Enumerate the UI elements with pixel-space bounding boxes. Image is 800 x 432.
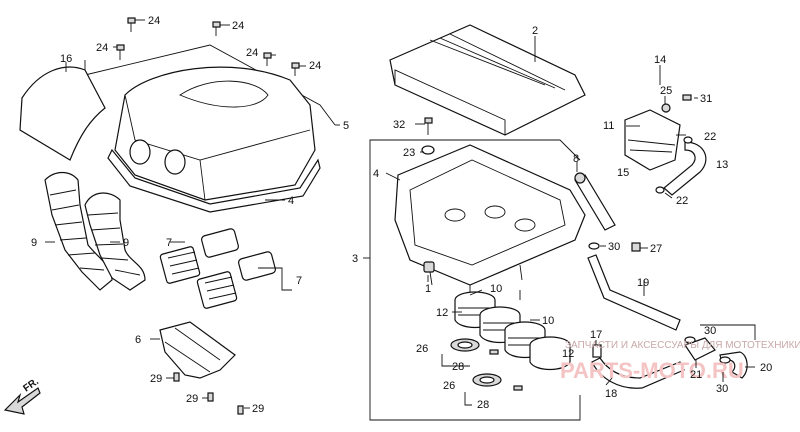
callout-14: 14 <box>654 54 666 66</box>
callout-21: 21 <box>690 369 702 381</box>
screw-28-b <box>513 385 523 391</box>
callout-24: 24 <box>309 60 321 72</box>
callout-1: 1 <box>425 283 431 295</box>
callout-19: 19 <box>637 277 649 289</box>
callout-22: 22 <box>704 131 716 143</box>
callout-22: 22 <box>676 195 688 207</box>
gasket-26-b <box>472 373 502 387</box>
joint-21 <box>684 337 716 361</box>
callout-9: 9 <box>123 237 129 249</box>
carb-insulator-3 <box>504 321 546 359</box>
callout-16: 16 <box>60 53 72 65</box>
callout-7: 7 <box>296 275 302 287</box>
intake-duct-left <box>44 171 113 291</box>
callout-27: 27 <box>650 243 662 255</box>
duct-holder <box>159 321 236 379</box>
funnel-filter-bottom <box>196 251 276 309</box>
gasket-26-a <box>450 338 480 352</box>
callout-28: 28 <box>477 399 489 411</box>
screw-31 <box>682 94 692 101</box>
callout-20: 20 <box>760 362 772 374</box>
callout-29: 29 <box>186 393 198 405</box>
callout-24: 24 <box>232 20 244 32</box>
funnel-filter-top <box>159 228 239 284</box>
callout-labels: 24 24 24 24 24 16 5 4 9 9 7 7 6 29 29 29… <box>31 15 772 415</box>
callout-24: 24 <box>246 47 258 59</box>
screw-29-b <box>207 392 214 402</box>
screw-24-d <box>263 52 272 66</box>
callout-5: 5 <box>343 120 349 132</box>
callout-10: 10 <box>490 283 502 295</box>
callout-2: 2 <box>532 25 538 37</box>
carb-insulator-4 <box>529 336 571 371</box>
callout-9: 9 <box>31 237 37 249</box>
screw-29-c <box>237 405 244 415</box>
connector-17 <box>592 344 602 358</box>
callout-32: 32 <box>393 119 405 131</box>
washer-23 <box>421 145 435 155</box>
watermark: ЗАПЧАСТИ И АКСЕССУАРЫ ДЛЯ МОТОТЕХНИКИ PA… <box>560 340 800 383</box>
callout-11: 11 <box>603 120 614 132</box>
callout-13: 13 <box>716 159 728 171</box>
clip-30-a <box>588 242 600 250</box>
watermark-logo: PARTS-MOTO.RU <box>560 358 744 383</box>
callout-30: 30 <box>608 241 620 253</box>
watermark-caption: ЗАПЧАСТИ И АКСЕССУАРЫ ДЛЯ МОТОТЕХНИКИ <box>565 340 800 351</box>
cover-gasket <box>107 148 321 213</box>
clip-30-c <box>719 356 731 364</box>
callout-3: 3 <box>352 253 358 265</box>
callout-7: 7 <box>166 237 172 249</box>
drain-plug <box>423 261 435 273</box>
callout-24: 24 <box>96 42 108 54</box>
air-filter-element <box>389 24 586 136</box>
screw-24-b <box>212 21 221 36</box>
breather-separator <box>624 103 681 171</box>
front-direction-arrow: FR. <box>3 376 41 415</box>
callout-17: 17 <box>590 329 602 341</box>
callout-30: 30 <box>716 383 728 395</box>
screw-24-c <box>116 44 125 60</box>
drain-hose-18 <box>591 357 685 389</box>
callout-25: 25 <box>660 85 672 97</box>
callout-29: 29 <box>252 403 264 415</box>
screw-29-a <box>173 372 180 382</box>
cover-assembly-group: FR. <box>3 17 340 415</box>
callout-4: 4 <box>288 195 294 207</box>
bolt-32 <box>424 117 433 135</box>
air-cleaner-case <box>394 144 586 286</box>
drain-tube <box>587 254 681 331</box>
callout-18: 18 <box>605 388 617 400</box>
callout-23: 23 <box>403 147 415 159</box>
nut-27 <box>631 242 641 252</box>
callout-12: 12 <box>562 348 574 360</box>
case-assembly-group <box>369 24 756 421</box>
bracket-3 <box>369 139 581 421</box>
callout-26: 26 <box>416 343 428 355</box>
callout-29: 29 <box>150 373 162 385</box>
callout-8: 8 <box>573 153 579 165</box>
clip-30-b <box>684 336 696 344</box>
callout-10: 10 <box>542 315 554 327</box>
leader-lines <box>45 19 755 409</box>
screw-24-e <box>291 62 300 76</box>
cover-plate <box>19 66 106 161</box>
air-cleaner-cover <box>114 66 316 201</box>
callout-15: 15 <box>617 167 629 179</box>
callout-28: 28 <box>452 361 464 373</box>
callout-31: 31 <box>700 93 712 105</box>
callout-4: 4 <box>373 168 379 180</box>
callout-26: 26 <box>443 380 455 392</box>
callout-6: 6 <box>135 334 141 346</box>
screw-24-a <box>127 17 136 32</box>
callout-24: 24 <box>148 15 160 27</box>
callout-12: 12 <box>436 307 448 319</box>
callout-30: 30 <box>704 325 716 337</box>
screw-28-a <box>489 349 499 355</box>
